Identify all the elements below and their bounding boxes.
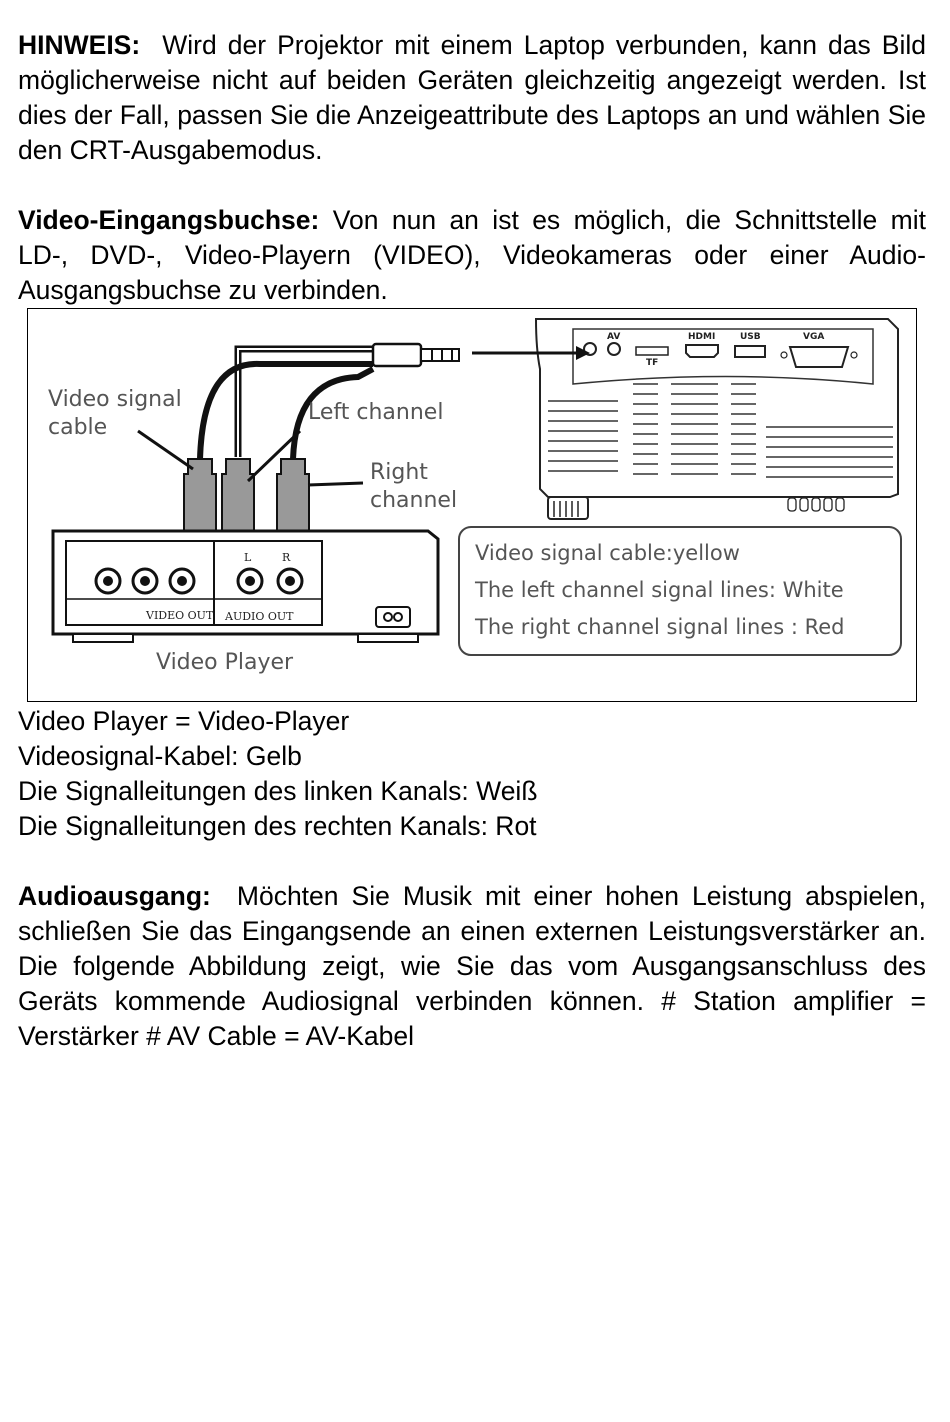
connection-diagram: AV TF HDMI USB VGA [27,308,917,702]
video-input-heading: Video-Eingangsbuchse: [18,205,320,235]
legend-line-2: The left channel signal lines: White [474,578,844,602]
av-port-icon [607,342,621,356]
audio-output-heading: Audioausgang: [18,881,211,911]
hdmi-port-label: HDMI [688,332,715,342]
av-cable [197,342,590,460]
video-input-paragraph: Video-Eingangsbuchse: Von nun an ist es … [18,203,926,308]
vga-port-icon [788,346,850,368]
connection-diagram-svg: AV TF HDMI USB VGA [48,318,902,675]
av-plug-icon [371,342,423,368]
right-channel-label-1: Right [370,460,428,485]
video-signal-cable-label-2: cable [48,415,107,440]
translation-line-1: Video Player = Video-Player [18,706,350,736]
arrow-icon [576,346,590,360]
av-port-label: AV [607,332,620,342]
tf-port-label: TF [646,358,658,368]
vga-port-label: VGA [803,332,824,342]
legend-line-1: Video signal cable:yellow [475,541,740,565]
projector-illustration: AV TF HDMI USB VGA [534,318,899,520]
hdmi-port-icon [685,344,719,358]
right-jack-label: R [282,551,291,564]
notice-heading: HINWEIS: [18,30,141,60]
translation-line-4: Die Signalleitungen des rechten Kanals: … [18,811,537,841]
audio-output-text: Möchten Sie Musik mit einer hohen Leistu… [18,881,926,1051]
tf-slot-icon [635,346,669,356]
video-signal-cable-label-1: Video signal [48,387,182,412]
rca-plugs [183,458,310,554]
translation-line-3: Die Signalleitungen des linken Kanals: W… [18,776,538,806]
notice-text: Wird der Projektor mit einem Laptop verb… [18,30,926,165]
notice-paragraph: HINWEIS: Wird der Projektor mit einem La… [18,28,926,168]
video-input-text: Von nun an ist es möglich, die Schnittst… [18,205,926,305]
right-channel-label-2: channel [370,488,457,513]
usb-port-label: USB [740,332,761,342]
video-player-illustration: L R VIDEO OUT AUDIO OUT [51,529,440,643]
left-jack-label: L [244,551,252,564]
color-legend: Video signal cable:yellow The left chann… [458,526,902,656]
translation-line-2: Videosignal-Kabel: Gelb [18,741,302,771]
audio-output-paragraph: Audioausgang: Möchten Sie Musik mit eine… [18,879,926,1054]
audio-out-label: AUDIO OUT [224,610,294,623]
video-player-label: Video Player [156,650,294,675]
left-channel-label: Left channel [308,400,443,425]
usb-port-icon [734,345,766,358]
video-out-label: VIDEO OUT [145,609,214,622]
legend-line-3: The right channel signal lines : Red [474,615,844,639]
